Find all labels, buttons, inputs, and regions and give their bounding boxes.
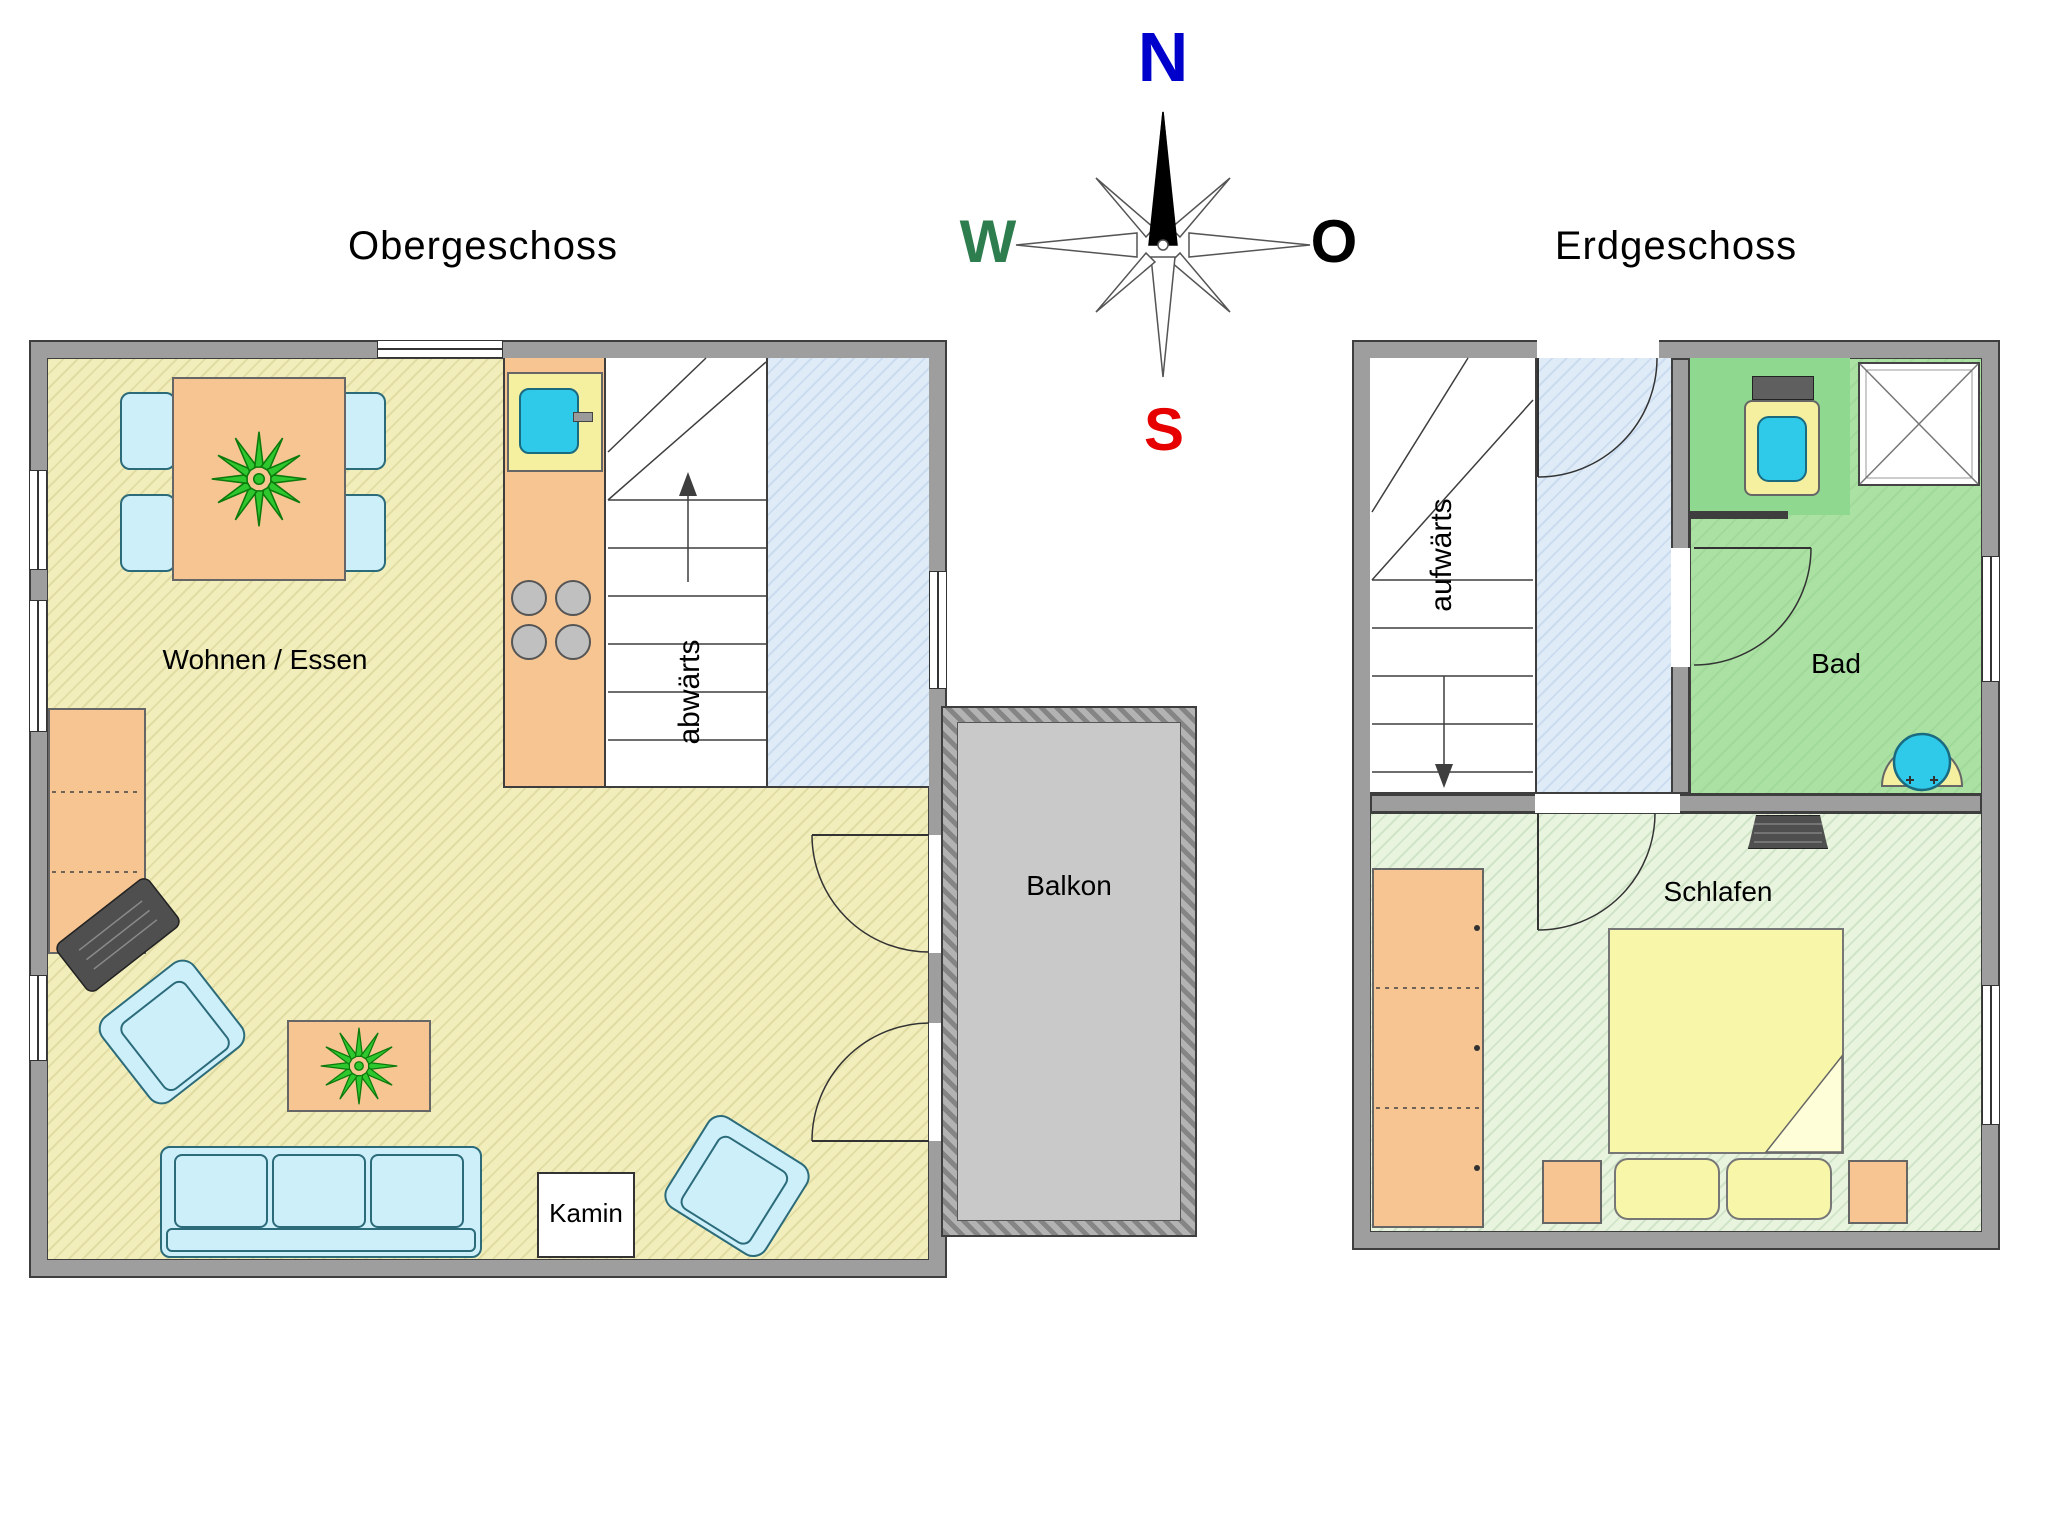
stairs-down-label: abwärts (673, 639, 706, 745)
pillow (1614, 1158, 1720, 1220)
compass-north-needle (1148, 111, 1178, 246)
toilet-tank (1752, 376, 1814, 400)
upper-floor-title: Obergeschoss (348, 224, 618, 268)
window (377, 340, 503, 358)
window (1982, 556, 2000, 682)
window (929, 571, 947, 689)
coffee-table (287, 1020, 431, 1112)
bedroom-label: Schlafen (1663, 876, 1773, 907)
compass-letter-east: O (1310, 208, 1358, 275)
compass-letter-south: S (1143, 396, 1185, 463)
compass-rose (1015, 111, 1311, 378)
window (1982, 985, 2000, 1125)
sofa (160, 1146, 482, 1258)
sofa-cushion (370, 1154, 464, 1228)
kitchen-sink (519, 388, 579, 454)
living-room-label: Wohnen / Essen (162, 644, 368, 675)
dining-chair (120, 494, 176, 572)
upper-landing (768, 358, 929, 788)
stairs-up-label: aufwärts (1425, 498, 1458, 612)
dining-table (172, 377, 346, 581)
window (29, 975, 47, 1061)
sofa-cushion (174, 1154, 268, 1228)
faucet (573, 412, 593, 422)
bed (1608, 928, 1844, 1154)
pillow (1726, 1158, 1832, 1220)
window (29, 470, 47, 570)
nightstand (1848, 1160, 1908, 1224)
entrance-door-gap (1537, 340, 1659, 358)
dining-chair (120, 392, 176, 470)
toilet-lid (1757, 416, 1807, 482)
bedroom-door-gap (1535, 794, 1680, 813)
radiator (1748, 815, 1828, 849)
bathroom-label: Bad (1811, 648, 1861, 679)
ground-floor-title: Erdgeschoss (1554, 224, 1798, 268)
sofa-cushion (272, 1154, 366, 1228)
bath-door-gap (1671, 548, 1690, 667)
fireplace (537, 1172, 635, 1258)
toilet-nook-wall (1690, 511, 1788, 519)
ground-landing (1537, 358, 1671, 794)
wardrobe (1372, 868, 1484, 1228)
sofa-back (166, 1228, 476, 1252)
nightstand (1542, 1160, 1602, 1224)
compass-star (1015, 111, 1311, 378)
balcony-label: Balkon (1026, 870, 1112, 901)
sideboard (48, 708, 146, 954)
shower (1858, 362, 1980, 486)
balcony-floor (957, 722, 1181, 1221)
compass-letter-west: W (959, 208, 1017, 275)
compass-letter-north: N (1137, 18, 1189, 96)
compass-center (1157, 239, 1169, 251)
window (29, 600, 47, 732)
fireplace-label: Kamin (549, 1198, 623, 1228)
